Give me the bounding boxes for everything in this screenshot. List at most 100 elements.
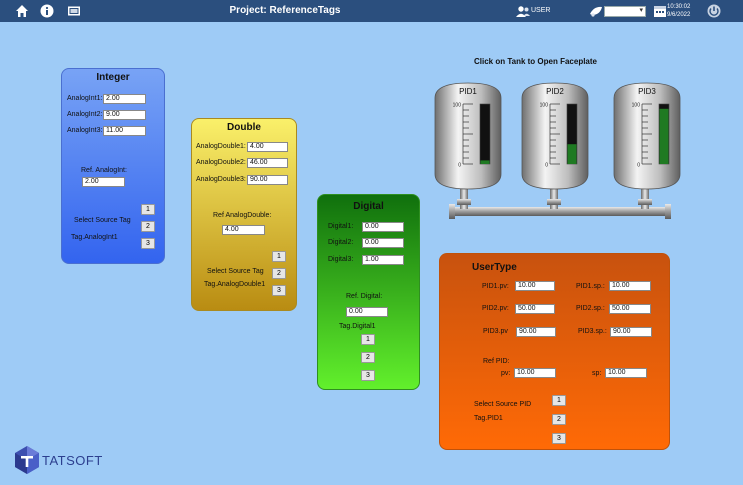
digital1-label: Digital1: <box>328 223 354 230</box>
digital2-label: Digital2: <box>328 239 354 246</box>
ref-digital-label: Ref. Digital: <box>346 293 383 300</box>
calendar-icon <box>654 6 666 17</box>
tatsoft-logo-text: TATSOFT <box>42 453 103 468</box>
pid2-sp-field[interactable]: 50.00 <box>609 304 651 314</box>
analogdouble2-label: AnalogDouble2: <box>196 159 246 166</box>
pid2-pv-field[interactable]: 50.00 <box>515 304 555 314</box>
source-button-3[interactable]: 3 <box>272 285 286 296</box>
pid1-pv-field[interactable]: 10.00 <box>515 281 555 291</box>
pipe <box>449 185 671 219</box>
pid3-pv-field[interactable]: 90.00 <box>516 327 556 337</box>
pid3-sp-label: PID3.sp.: <box>578 328 607 335</box>
page-title: Project: ReferenceTags <box>229 5 341 16</box>
select-source-pid-label: Select Source PID <box>474 401 532 408</box>
analogint3-field[interactable]: 11.00 <box>103 126 146 136</box>
clock: 10:30:02 9/6/2022 <box>667 3 690 19</box>
home-icon[interactable] <box>14 3 30 19</box>
source-button-2[interactable]: 2 <box>552 414 566 425</box>
analogint2-field[interactable]: 9.00 <box>103 110 146 120</box>
source-button-1[interactable]: 1 <box>361 334 375 345</box>
digital3-field[interactable]: 1.00 <box>362 255 404 265</box>
source-button-1[interactable]: 1 <box>272 251 286 262</box>
digital3-label: Digital3: <box>328 256 354 263</box>
digital2-field[interactable]: 0.00 <box>362 238 404 248</box>
double-panel: Double AnalogDouble1: 4.00 AnalogDouble2… <box>191 118 297 311</box>
source-tag-name: Tag.PID1 <box>474 415 503 422</box>
analogdouble3-label: AnalogDouble3: <box>196 176 246 183</box>
select-source-tag-label: Select Source Tag <box>207 268 264 275</box>
source-tag-name: Tag.AnalogDouble1 <box>204 281 266 288</box>
source-button-3[interactable]: 3 <box>361 370 375 381</box>
analogint1-label: AnalogInt1: <box>67 95 103 102</box>
select-source-tag-label: Select Source Tag <box>74 217 131 224</box>
analogint2-label: AnalogInt2: <box>67 111 103 118</box>
level-bar-background <box>479 103 491 165</box>
ref-digital-field[interactable]: 0.00 <box>346 307 388 317</box>
clock-time: 10:30:02 <box>667 4 691 10</box>
ref-sp-label: sp: <box>592 370 602 377</box>
source-button-2[interactable]: 2 <box>361 352 375 363</box>
integer-title: Integer <box>96 72 130 83</box>
pid1-pv-label: PID1.pv: <box>482 283 509 290</box>
ref-pv-field[interactable]: 10.00 <box>514 368 556 378</box>
pid1-sp-field[interactable]: 10.00 <box>609 281 651 291</box>
clock-date: 9/6/2022 <box>667 12 691 18</box>
scale-min-label: 0 <box>458 163 461 169</box>
source-button-2[interactable]: 2 <box>141 221 155 232</box>
tank-pid2[interactable]: PID2 100 0 <box>520 82 590 190</box>
analogdouble1-field[interactable]: 4.00 <box>247 142 288 152</box>
level-bar-fill <box>659 108 669 164</box>
user-icon[interactable] <box>515 3 531 19</box>
tank-name: PID3 <box>638 87 656 96</box>
ref-pid-label: Ref PID: <box>483 358 510 365</box>
tatsoft-logo-icon <box>15 446 39 474</box>
tanks-caption: Click on Tank to Open Faceplate <box>474 57 597 66</box>
source-button-3[interactable]: 3 <box>552 433 566 444</box>
analogdouble1-label: AnalogDouble1: <box>196 143 246 150</box>
ref-pv-label: pv: <box>501 370 511 377</box>
pid3-pv-label: PID3.pv <box>483 328 508 335</box>
level-bar-fill <box>480 160 490 164</box>
analogdouble3-field[interactable]: 90.00 <box>247 175 288 185</box>
double-title: Double <box>227 122 261 133</box>
analogint1-field[interactable]: 2.00 <box>103 94 146 104</box>
digital1-field[interactable]: 0.00 <box>362 222 404 232</box>
language-select[interactable]: ▾ <box>604 6 646 17</box>
pid2-pv-label: PID2.pv: <box>482 305 509 312</box>
ref-analogint-field[interactable]: 2.00 <box>82 177 125 187</box>
top-bar: Project: ReferenceTags USER ▾ 10:30:02 9… <box>0 0 743 22</box>
source-button-2[interactable]: 2 <box>272 268 286 279</box>
scale-max-label: 100 <box>540 103 549 109</box>
user-name: USER <box>531 7 551 14</box>
chevron-down-icon: ▾ <box>639 7 643 14</box>
scale-max-label: 100 <box>632 103 641 109</box>
source-tag-name: Tag.Digital1 <box>339 323 376 330</box>
scale-min-label: 0 <box>545 163 548 169</box>
ref-analogint-label: Ref. AnalogInt: <box>81 167 127 174</box>
theme-icon[interactable] <box>588 3 604 19</box>
analogdouble2-field[interactable]: 46.00 <box>247 158 288 168</box>
logout-icon[interactable] <box>706 3 722 19</box>
pid3-sp-field[interactable]: 90.00 <box>610 327 652 337</box>
digital-panel: Digital Digital1: 0.00 Digital2: 0.00 Di… <box>317 194 420 390</box>
tank-name: PID2 <box>546 87 564 96</box>
digital-title: Digital <box>353 201 384 212</box>
ref-analogdouble-field[interactable]: 4.00 <box>222 225 265 235</box>
analogint3-label: AnalogInt3: <box>67 127 103 134</box>
pid1-sp-label: PID1.sp.: <box>576 283 605 290</box>
ref-analogdouble-label: Ref AnalogDouble: <box>213 212 272 219</box>
source-button-1[interactable]: 1 <box>552 395 566 406</box>
level-bar-fill <box>567 144 577 164</box>
source-button-3[interactable]: 3 <box>141 238 155 249</box>
ref-sp-field[interactable]: 10.00 <box>605 368 647 378</box>
source-button-1[interactable]: 1 <box>141 204 155 215</box>
integer-panel: Integer AnalogInt1: 2.00 AnalogInt2: 9.0… <box>61 68 165 264</box>
source-tag-name: Tag.AnalogInt1 <box>71 234 118 241</box>
usertype-panel: UserType PID1.pv: 10.00 PID1.sp.: 10.00 … <box>439 253 670 450</box>
tank-name: PID1 <box>459 87 477 96</box>
info-icon[interactable] <box>39 3 55 19</box>
pid2-sp-label: PID2.sp.: <box>576 305 605 312</box>
display-icon[interactable] <box>66 3 82 19</box>
